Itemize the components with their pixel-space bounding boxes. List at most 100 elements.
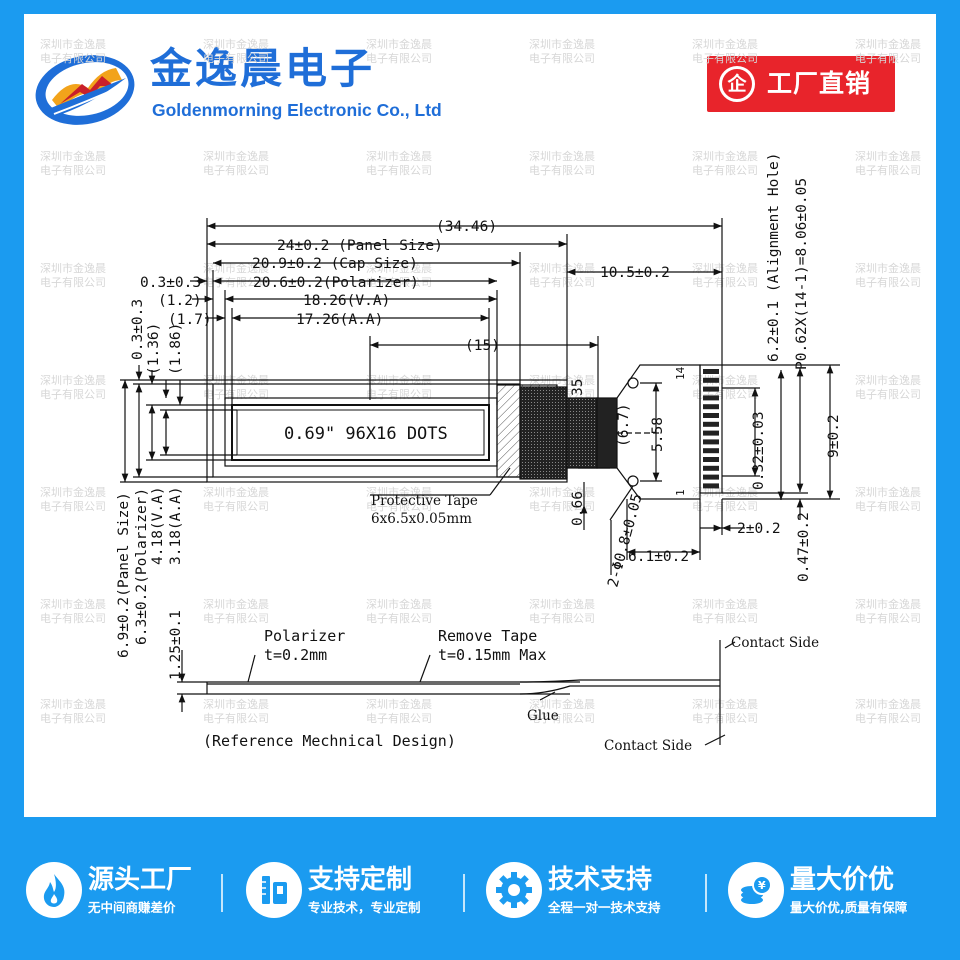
enterprise-icon: 企 bbox=[719, 66, 755, 102]
watermark-text: 深圳市金逸晨 bbox=[40, 597, 106, 611]
watermark-text: 电子有限公司 bbox=[692, 51, 758, 65]
ruler-cup-icon bbox=[262, 876, 287, 904]
watermark-text: 电子有限公司 bbox=[366, 51, 432, 65]
brand-name-cn: 金逸晨电子 bbox=[150, 44, 376, 93]
watermark-text: 电子有限公司 bbox=[40, 51, 106, 65]
dim-pitch-032: 0.32±0.03 bbox=[751, 411, 767, 490]
company-logo bbox=[35, 55, 135, 125]
connector-pin bbox=[703, 430, 719, 436]
dimension-labels: (34.46) 24±0.2 (Panel Size) 20.9±0.2 (Ca… bbox=[116, 152, 842, 750]
watermark-text: 电子有限公司 bbox=[366, 387, 432, 401]
dim-0-47: 0.47±0.2 bbox=[796, 512, 812, 582]
contact-side-top: Contact Side bbox=[731, 635, 819, 651]
watermark-text: 深圳市金逸晨 bbox=[692, 149, 758, 163]
watermark-text: 深圳市金逸晨 bbox=[203, 37, 269, 51]
dim-6-1: 6.1±0.2 bbox=[628, 549, 689, 565]
watermark-text: 电子有限公司 bbox=[855, 163, 921, 177]
feature-title: 支持定制 bbox=[308, 865, 413, 895]
watermark-text: 电子有限公司 bbox=[529, 611, 595, 625]
watermark-text: 深圳市金逸晨 bbox=[692, 697, 758, 711]
dim-panel-height: 6.9±0.2(Panel Size) bbox=[116, 492, 132, 658]
dim-2: 2±0.2 bbox=[737, 521, 781, 537]
dim-cap-width: 20.9±0.2 (Cap Size) bbox=[252, 256, 418, 272]
divider bbox=[705, 874, 707, 912]
watermark-text: 电子有限公司 bbox=[366, 499, 432, 513]
watermark-text: 深圳市金逸晨 bbox=[855, 37, 921, 51]
watermark-text: 深圳市金逸晨 bbox=[529, 149, 595, 163]
watermark-text: 深圳市金逸晨 bbox=[692, 485, 758, 499]
dim-6-7: (6.7) bbox=[616, 403, 632, 447]
watermark-text: 电子有限公司 bbox=[529, 51, 595, 65]
watermark-text: 深圳市金逸晨 bbox=[529, 261, 595, 275]
watermark-text: 深圳市金逸晨 bbox=[692, 261, 758, 275]
dim-v-03: 0.3±0.3 bbox=[130, 299, 146, 360]
watermark-text: 深圳市金逸晨 bbox=[40, 697, 106, 711]
watermark-text: 深圳市金逸晨 bbox=[40, 485, 106, 499]
coins-icon: ¥ bbox=[741, 875, 772, 904]
connector-pin bbox=[703, 404, 719, 410]
feature-title: 量大价优 bbox=[790, 865, 895, 895]
watermark-text: 电子有限公司 bbox=[855, 51, 921, 65]
svg-text:¥: ¥ bbox=[758, 879, 766, 892]
watermark-text: 深圳市金逸晨 bbox=[366, 697, 432, 711]
watermark-text: 电子有限公司 bbox=[203, 163, 269, 177]
watermark-text: 深圳市金逸晨 bbox=[855, 597, 921, 611]
watermark-text: 深圳市金逸晨 bbox=[366, 37, 432, 51]
watermark-text: 电子有限公司 bbox=[692, 163, 758, 177]
watermark-text: 深圳市金逸晨 bbox=[529, 597, 595, 611]
pin-14-label: 14 bbox=[674, 366, 687, 380]
watermark-text: 深圳市金逸晨 bbox=[203, 485, 269, 499]
watermark-text: 电子有限公司 bbox=[40, 275, 106, 289]
dim-va-height: 4.18(V.A) bbox=[150, 486, 166, 565]
watermark-text: 电子有限公司 bbox=[692, 611, 758, 625]
watermark-text: 深圳市金逸晨 bbox=[40, 149, 106, 163]
watermark-text: 电子有限公司 bbox=[692, 499, 758, 513]
connector-pin bbox=[703, 377, 719, 383]
watermark-text: 电子有限公司 bbox=[529, 499, 595, 513]
watermark-text: 深圳市金逸晨 bbox=[366, 597, 432, 611]
glue-label: Glue bbox=[527, 708, 559, 724]
mechanical-drawing: 深圳市金逸晨电子有限公司深圳市金逸晨电子有限公司深圳市金逸晨电子有限公司深圳市金… bbox=[40, 37, 921, 754]
connector-pin bbox=[703, 386, 719, 392]
dim-aa-height: 3.18(A.A) bbox=[168, 486, 184, 565]
polarizer-label: Polarizer bbox=[264, 627, 345, 645]
watermark-text: 深圳市金逸晨 bbox=[203, 149, 269, 163]
watermark-text: 电子有限公司 bbox=[203, 711, 269, 725]
watermark-text: 电子有限公司 bbox=[529, 711, 595, 725]
gear-icon bbox=[496, 872, 532, 908]
screen-text: 0.69" 96X16 DOTS bbox=[284, 424, 448, 444]
connector-pin bbox=[703, 448, 719, 454]
dim-35: 35 bbox=[570, 379, 586, 396]
watermark-grid: 深圳市金逸晨电子有限公司深圳市金逸晨电子有限公司深圳市金逸晨电子有限公司深圳市金… bbox=[40, 37, 921, 725]
dim-panel-width: 24±0.2 (Panel Size) bbox=[277, 238, 443, 254]
watermark-text: 电子有限公司 bbox=[203, 499, 269, 513]
remove-tape-label: Remove Tape bbox=[438, 627, 537, 645]
dim-alignment-hole: 6.2±0.1 (Alignment Hole) bbox=[766, 152, 782, 362]
watermark-text: 电子有限公司 bbox=[855, 387, 921, 401]
feature-subtitle: 全程一对一技术支持 bbox=[548, 900, 661, 915]
watermark-text: 深圳市金逸晨 bbox=[40, 261, 106, 275]
divider bbox=[221, 874, 223, 912]
factory-direct-label: 工厂直销 bbox=[767, 69, 872, 98]
watermark-text: 深圳市金逸晨 bbox=[40, 37, 106, 51]
factory-direct-badge: 企 工厂直销 bbox=[707, 56, 895, 112]
watermark-text: 深圳市金逸晨 bbox=[855, 149, 921, 163]
watermark-text: 电子有限公司 bbox=[40, 387, 106, 401]
watermark-text: 深圳市金逸晨 bbox=[692, 37, 758, 51]
dim-offset-03: 0.3±0.3 bbox=[140, 275, 201, 291]
watermark-text: 电子有限公司 bbox=[855, 711, 921, 725]
dim-0-66: 0.66 bbox=[570, 491, 586, 526]
dim-v-186: (1.86) bbox=[168, 323, 184, 375]
watermark-text: 深圳市金逸晨 bbox=[692, 597, 758, 611]
dim-pin-pitch: P0.62X(14-1)=8.06±0.05 bbox=[794, 178, 810, 370]
dim-v-136: (1.36) bbox=[146, 323, 162, 375]
contact-side-bottom: Contact Side bbox=[604, 738, 692, 754]
flame-icon bbox=[43, 874, 65, 907]
protective-tape-size: 6x6.5x0.05mm bbox=[371, 511, 472, 527]
dim-overall: (34.46) bbox=[436, 219, 497, 235]
dim-va-width: 18.26(V.A) bbox=[303, 293, 390, 309]
dim-15: (15) bbox=[465, 338, 500, 354]
watermark-text: 电子有限公司 bbox=[366, 163, 432, 177]
watermark-text: 电子有限公司 bbox=[692, 387, 758, 401]
watermark-text: 深圳市金逸晨 bbox=[855, 373, 921, 387]
